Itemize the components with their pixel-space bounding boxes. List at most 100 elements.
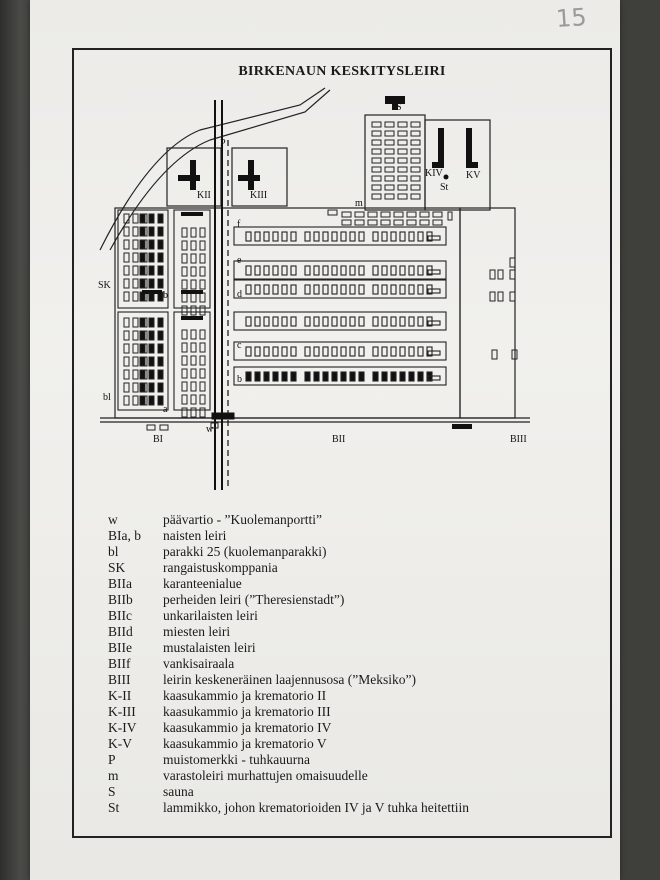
label-sk: SK [98, 280, 112, 291]
barrack [132, 265, 139, 276]
label-k5: KV [466, 170, 481, 181]
barrack [399, 316, 406, 327]
barrack [148, 395, 155, 406]
label-k3: KIII [250, 190, 267, 201]
barrack [290, 284, 297, 295]
barrack [132, 252, 139, 263]
bii-sections [233, 226, 447, 386]
barrack [190, 227, 197, 238]
barrack [142, 290, 162, 294]
storage-barrack [327, 209, 338, 216]
legend-key: K-III [108, 704, 136, 719]
legend-key: m [108, 768, 119, 783]
barrack [132, 278, 139, 289]
storage-barrack [371, 175, 382, 182]
barrack [254, 265, 261, 276]
storage-barrack [447, 211, 453, 221]
legend-desc: päävartio - ”Kuolemanportti” [163, 512, 322, 527]
barrack [123, 382, 130, 393]
barrack [390, 265, 397, 276]
crematorium-k4 [432, 128, 444, 168]
barrack [181, 394, 188, 405]
legend-key: P [108, 752, 116, 767]
wash-barrack [427, 269, 441, 275]
barrack [322, 231, 329, 242]
barrack [181, 240, 188, 251]
barrack [390, 231, 397, 242]
k3-compound [231, 147, 288, 207]
legend-key: BIa, b [108, 528, 141, 543]
barrack [190, 266, 197, 277]
barrack [322, 265, 329, 276]
barrack [381, 231, 388, 242]
storage-barrack [380, 211, 391, 218]
barrack [417, 371, 424, 382]
legend-desc: varastoleiri murhattujen omaisuudelle [163, 768, 368, 783]
storage-barrack [406, 211, 417, 218]
legend-desc: lammikko, johon krematorioiden IV ja V t… [163, 800, 469, 815]
barrack [199, 368, 206, 379]
legend-key: BIIc [108, 608, 132, 623]
label-m: m [355, 198, 363, 209]
barrack [139, 226, 146, 237]
barrack [199, 407, 206, 418]
storage-barrack [371, 166, 382, 173]
barrack [139, 252, 146, 263]
barrack [181, 253, 188, 264]
storage-barrack [371, 121, 382, 128]
barrack [399, 265, 406, 276]
barrack [408, 316, 415, 327]
barrack [408, 371, 415, 382]
legend-key: bl [108, 544, 119, 559]
barrack [399, 231, 406, 242]
storage-barrack [354, 219, 365, 226]
barrack [340, 371, 347, 382]
barrack [417, 316, 424, 327]
barrack [181, 368, 188, 379]
barrack [181, 329, 188, 340]
barrack [358, 231, 365, 242]
barrack [148, 239, 155, 250]
barrack [349, 265, 356, 276]
legend-desc: kaasukammio ja krematorio III [163, 704, 331, 719]
wash-barrack [427, 235, 441, 241]
barrack [281, 316, 288, 327]
barrack [399, 346, 406, 357]
barrack [322, 371, 329, 382]
barrack [372, 265, 379, 276]
wash-barrack [427, 320, 441, 326]
barrack [148, 382, 155, 393]
barrack [148, 278, 155, 289]
barrack [349, 371, 356, 382]
legend-key: K-IV [108, 720, 137, 735]
barrack [132, 382, 139, 393]
legend-key: St [108, 800, 120, 815]
barrack [281, 284, 288, 295]
barrack [304, 284, 311, 295]
barrack [157, 278, 164, 289]
barrack [199, 279, 206, 290]
storage-barrack [384, 166, 395, 173]
storage-barrack [393, 211, 404, 218]
legend-key: S [108, 784, 116, 799]
storage-barrack [410, 184, 421, 191]
bii-section [233, 341, 447, 361]
barrack [417, 265, 424, 276]
bii-section [233, 311, 447, 331]
barrack [157, 382, 164, 393]
barrack [123, 239, 130, 250]
legend-desc: vankisairaala [163, 656, 235, 671]
barrack [199, 381, 206, 392]
bii-section [233, 260, 447, 280]
biii-blocks [489, 257, 518, 360]
barrack [148, 330, 155, 341]
barrack [313, 284, 320, 295]
barrack [272, 346, 279, 357]
barrack [263, 284, 270, 295]
label-k4: KIV [425, 168, 444, 179]
barrack [304, 316, 311, 327]
map-labels: S P KII KIII KIV KV St m f e d c b bl SK… [98, 102, 527, 445]
legend-desc: sauna [163, 784, 194, 799]
barrack [408, 346, 415, 357]
barrack [390, 346, 397, 357]
